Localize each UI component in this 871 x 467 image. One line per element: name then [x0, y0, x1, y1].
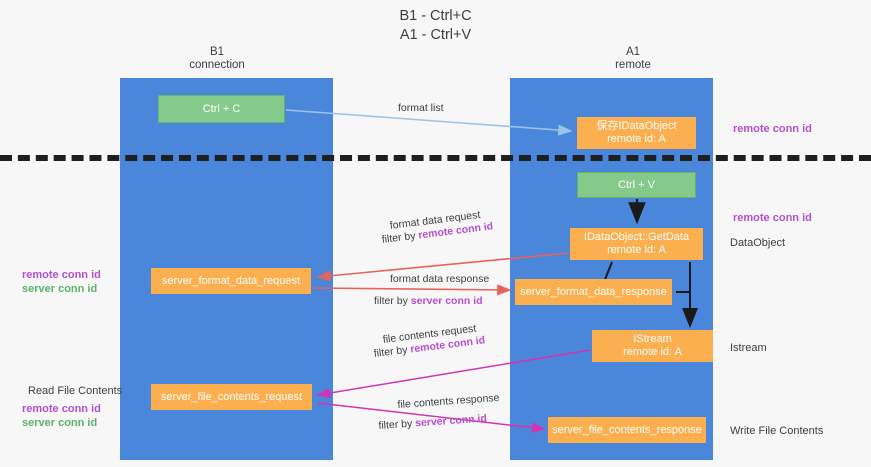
column-header-a1: A1 remote — [553, 46, 713, 72]
filter-prefix: filter by — [374, 295, 411, 307]
label-read-file-contents: Read File Contents — [28, 385, 123, 397]
label-server-conn-id-1: server conn id — [22, 283, 98, 295]
label-remote-conn-id-top: remote conn id — [733, 123, 812, 135]
column-header-b1-name: B1 — [209, 46, 225, 58]
box-server-format-data-response[interactable]: server_format_data_response — [515, 279, 672, 305]
box-save-idataobject-line2: remote id: A — [607, 133, 666, 145]
box-idataobject-getdata[interactable]: IDataObject::GetData remote id: A — [570, 228, 703, 260]
column-header-b1-role: connection — [189, 59, 245, 71]
label-server-conn-id-2: server conn id — [22, 417, 98, 429]
box-istream[interactable]: IStream remote id: A — [592, 330, 713, 362]
box-getdata-line2: remote id: A — [607, 244, 666, 256]
flow-label-format-data-response: format data response — [390, 273, 490, 285]
label-istream: Istream — [730, 342, 767, 354]
label-conn-ids-lower: remote conn id server conn id — [22, 402, 101, 430]
column-header-a1-name: A1 — [625, 46, 641, 58]
label-conn-ids-upper: remote conn id server conn id — [22, 268, 101, 296]
box-server-format-data-request-label: server_format_data_request — [161, 274, 301, 287]
label-write-file-contents: Write File Contents — [730, 425, 824, 437]
flow-label-format-list: format list — [398, 102, 444, 114]
box-ctrl-c[interactable]: Ctrl + C — [158, 95, 285, 123]
box-getdata-line1: IDataObject::GetData — [583, 231, 690, 243]
phase-divider — [0, 155, 871, 161]
box-server-file-contents-response-label: server_file_contents_response — [552, 423, 702, 436]
filter-prefix: filter by — [373, 343, 412, 360]
label-remote-conn-id-1: remote conn id — [22, 269, 101, 281]
box-ctrl-v[interactable]: Ctrl + V — [577, 172, 696, 198]
column-header-a1-role: remote — [615, 59, 651, 71]
filter-key-server-conn-id: server conn id — [414, 412, 488, 430]
box-istream-line2: remote id: A — [623, 346, 682, 358]
label-dataobject: DataObject — [730, 237, 786, 249]
filter-prefix: filter by — [378, 417, 416, 432]
label-remote-conn-id-2: remote conn id — [22, 403, 101, 415]
box-ctrl-c-label: Ctrl + C — [202, 102, 241, 115]
box-save-idataobject[interactable]: 保存IDataObject remote id: A — [577, 117, 696, 149]
filter-key-server-conn-id: server conn id — [410, 295, 483, 307]
box-server-format-data-request[interactable]: server_format_data_request — [151, 268, 311, 294]
flow-label-format-data-response-filter: filter by server conn id — [374, 294, 483, 308]
flow-label-file-contents-response: file contents response — [397, 391, 500, 411]
box-save-idataobject-line1: 保存IDataObject — [596, 120, 677, 132]
page-title: B1 - Ctrl+C A1 - Ctrl+V — [0, 7, 871, 45]
box-server-format-data-response-label: server_format_data_response — [520, 285, 667, 298]
label-remote-conn-id-mid: remote conn id — [733, 212, 812, 224]
title-line-1: B1 - Ctrl+C — [399, 8, 472, 24]
wire-format-data-response — [313, 284, 512, 296]
box-server-file-contents-request-label: server_file_contents_request — [160, 390, 303, 403]
flow-label-file-contents-response-filter: filter by server conn id — [378, 411, 487, 433]
box-istream-line1: IStream — [633, 333, 672, 345]
box-server-file-contents-request[interactable]: server_file_contents_request — [151, 384, 312, 410]
title-line-2: A1 - Ctrl+V — [399, 27, 472, 43]
box-server-file-contents-response[interactable]: server_file_contents_response — [548, 417, 706, 443]
filter-prefix: filter by — [381, 229, 420, 246]
column-header-b1: B1 connection — [150, 46, 284, 72]
box-ctrl-v-label: Ctrl + V — [618, 178, 655, 191]
